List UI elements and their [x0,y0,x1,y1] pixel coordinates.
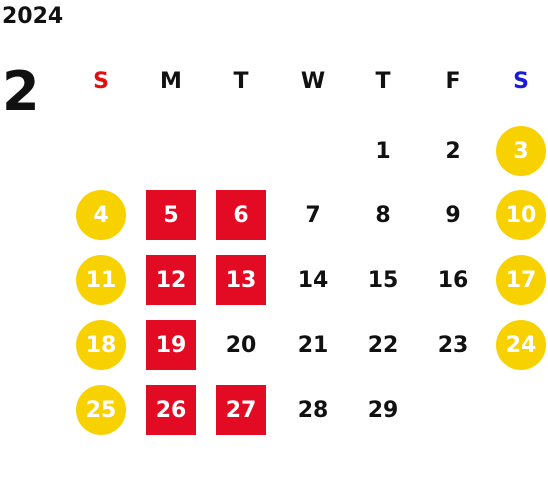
calendar-day[interactable]: 28 [297,397,329,423]
holiday-day[interactable]: 27 [216,385,266,435]
weekend-day[interactable]: 24 [496,320,546,370]
calendar-day[interactable]: 20 [225,332,257,358]
calendar-day[interactable]: 2 [445,138,461,164]
weekend-day[interactable]: 3 [496,126,546,176]
weekday-header: S [513,68,529,94]
calendar-day[interactable]: 15 [367,267,399,293]
weekday-header: M [160,68,182,94]
calendar-day[interactable]: 23 [437,332,469,358]
weekend-day[interactable]: 11 [76,255,126,305]
calendar-day[interactable]: 22 [367,332,399,358]
weekend-day[interactable]: 18 [76,320,126,370]
calendar-day[interactable]: 21 [297,332,329,358]
calendar-day[interactable]: 29 [367,397,399,423]
calendar-day[interactable]: 9 [445,202,461,228]
weekend-day[interactable]: 25 [76,385,126,435]
holiday-day[interactable]: 19 [146,320,196,370]
weekday-header: S [93,68,109,94]
calendar-day[interactable]: 16 [437,267,469,293]
holiday-day[interactable]: 12 [146,255,196,305]
holiday-day[interactable]: 13 [216,255,266,305]
calendar-day[interactable]: 8 [375,202,391,228]
year-label: 2024 [2,4,64,29]
calendar-day[interactable]: 1 [375,138,391,164]
holiday-day[interactable]: 5 [146,190,196,240]
weekend-day[interactable]: 10 [496,190,546,240]
weekday-header: W [300,68,326,94]
weekday-header: F [445,68,461,94]
month-number: 2 [2,60,40,123]
holiday-day[interactable]: 6 [216,190,266,240]
weekday-header: T [233,68,249,94]
weekend-day[interactable]: 17 [496,255,546,305]
weekday-header: T [375,68,391,94]
calendar-day[interactable]: 7 [305,202,321,228]
holiday-day[interactable]: 26 [146,385,196,435]
weekend-day[interactable]: 4 [76,190,126,240]
calendar-day[interactable]: 14 [297,267,329,293]
